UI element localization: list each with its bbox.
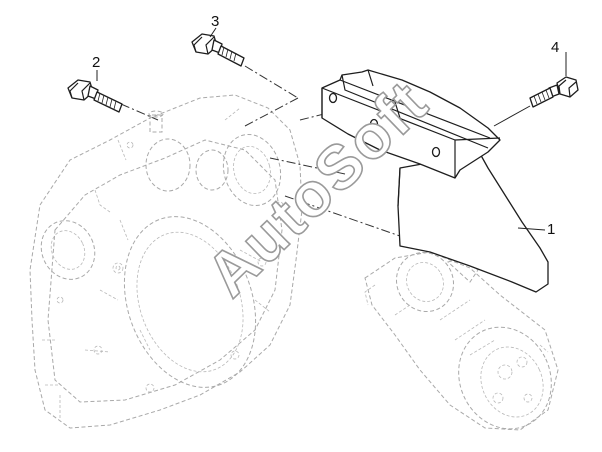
- leader-lines: [96, 27, 567, 231]
- callout-1: 1: [547, 221, 555, 238]
- bolt-2: [67, 79, 123, 113]
- heat-shield-bracket: [321, 69, 549, 293]
- engine-housing-ghost: [29, 94, 303, 429]
- callout-3: 3: [211, 13, 219, 30]
- callout-4: 4: [551, 39, 559, 56]
- bolt-3: [191, 33, 245, 67]
- bolt-4: [529, 76, 579, 108]
- callout-2: 2: [92, 54, 100, 71]
